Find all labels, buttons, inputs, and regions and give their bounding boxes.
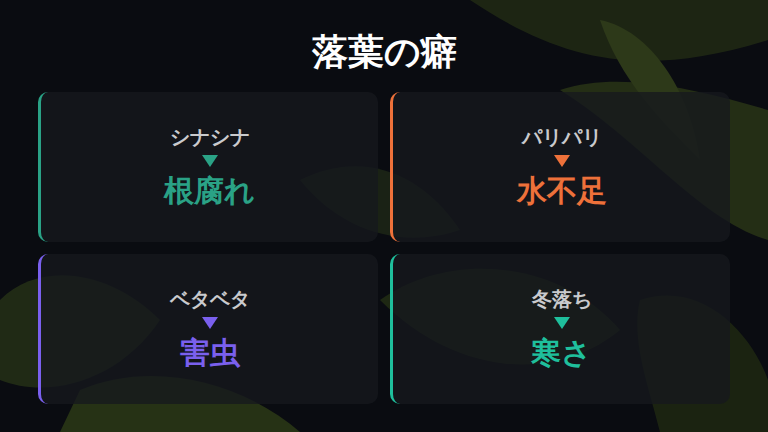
down-triangle <box>202 155 218 167</box>
cause-label: 根腐れ <box>164 172 255 210</box>
category-panel: シナシナ根腐れ <box>38 92 378 242</box>
down-triangle <box>202 317 218 329</box>
symptom-label: 冬落ち <box>532 286 592 312</box>
cause-label: 害虫 <box>180 334 240 372</box>
cause-label: 寒さ <box>531 334 592 372</box>
category-panel: パリパリ水不足 <box>390 92 730 242</box>
symptom-label: ベタベタ <box>170 286 250 312</box>
down-triangle <box>554 317 570 329</box>
down-triangle <box>553 154 571 168</box>
category-panel: ベタベタ害虫 <box>38 254 378 404</box>
cause-label: 水不足 <box>517 172 607 210</box>
category-panel: 冬落ち寒さ <box>390 254 730 404</box>
down-triangle <box>201 316 219 330</box>
title: 落葉の癖 <box>0 30 768 74</box>
down-triangle <box>554 155 570 167</box>
symptom-label: パリパリ <box>522 124 602 150</box>
down-triangle <box>553 316 571 330</box>
symptom-label: シナシナ <box>170 124 250 150</box>
down-triangle <box>201 154 219 168</box>
